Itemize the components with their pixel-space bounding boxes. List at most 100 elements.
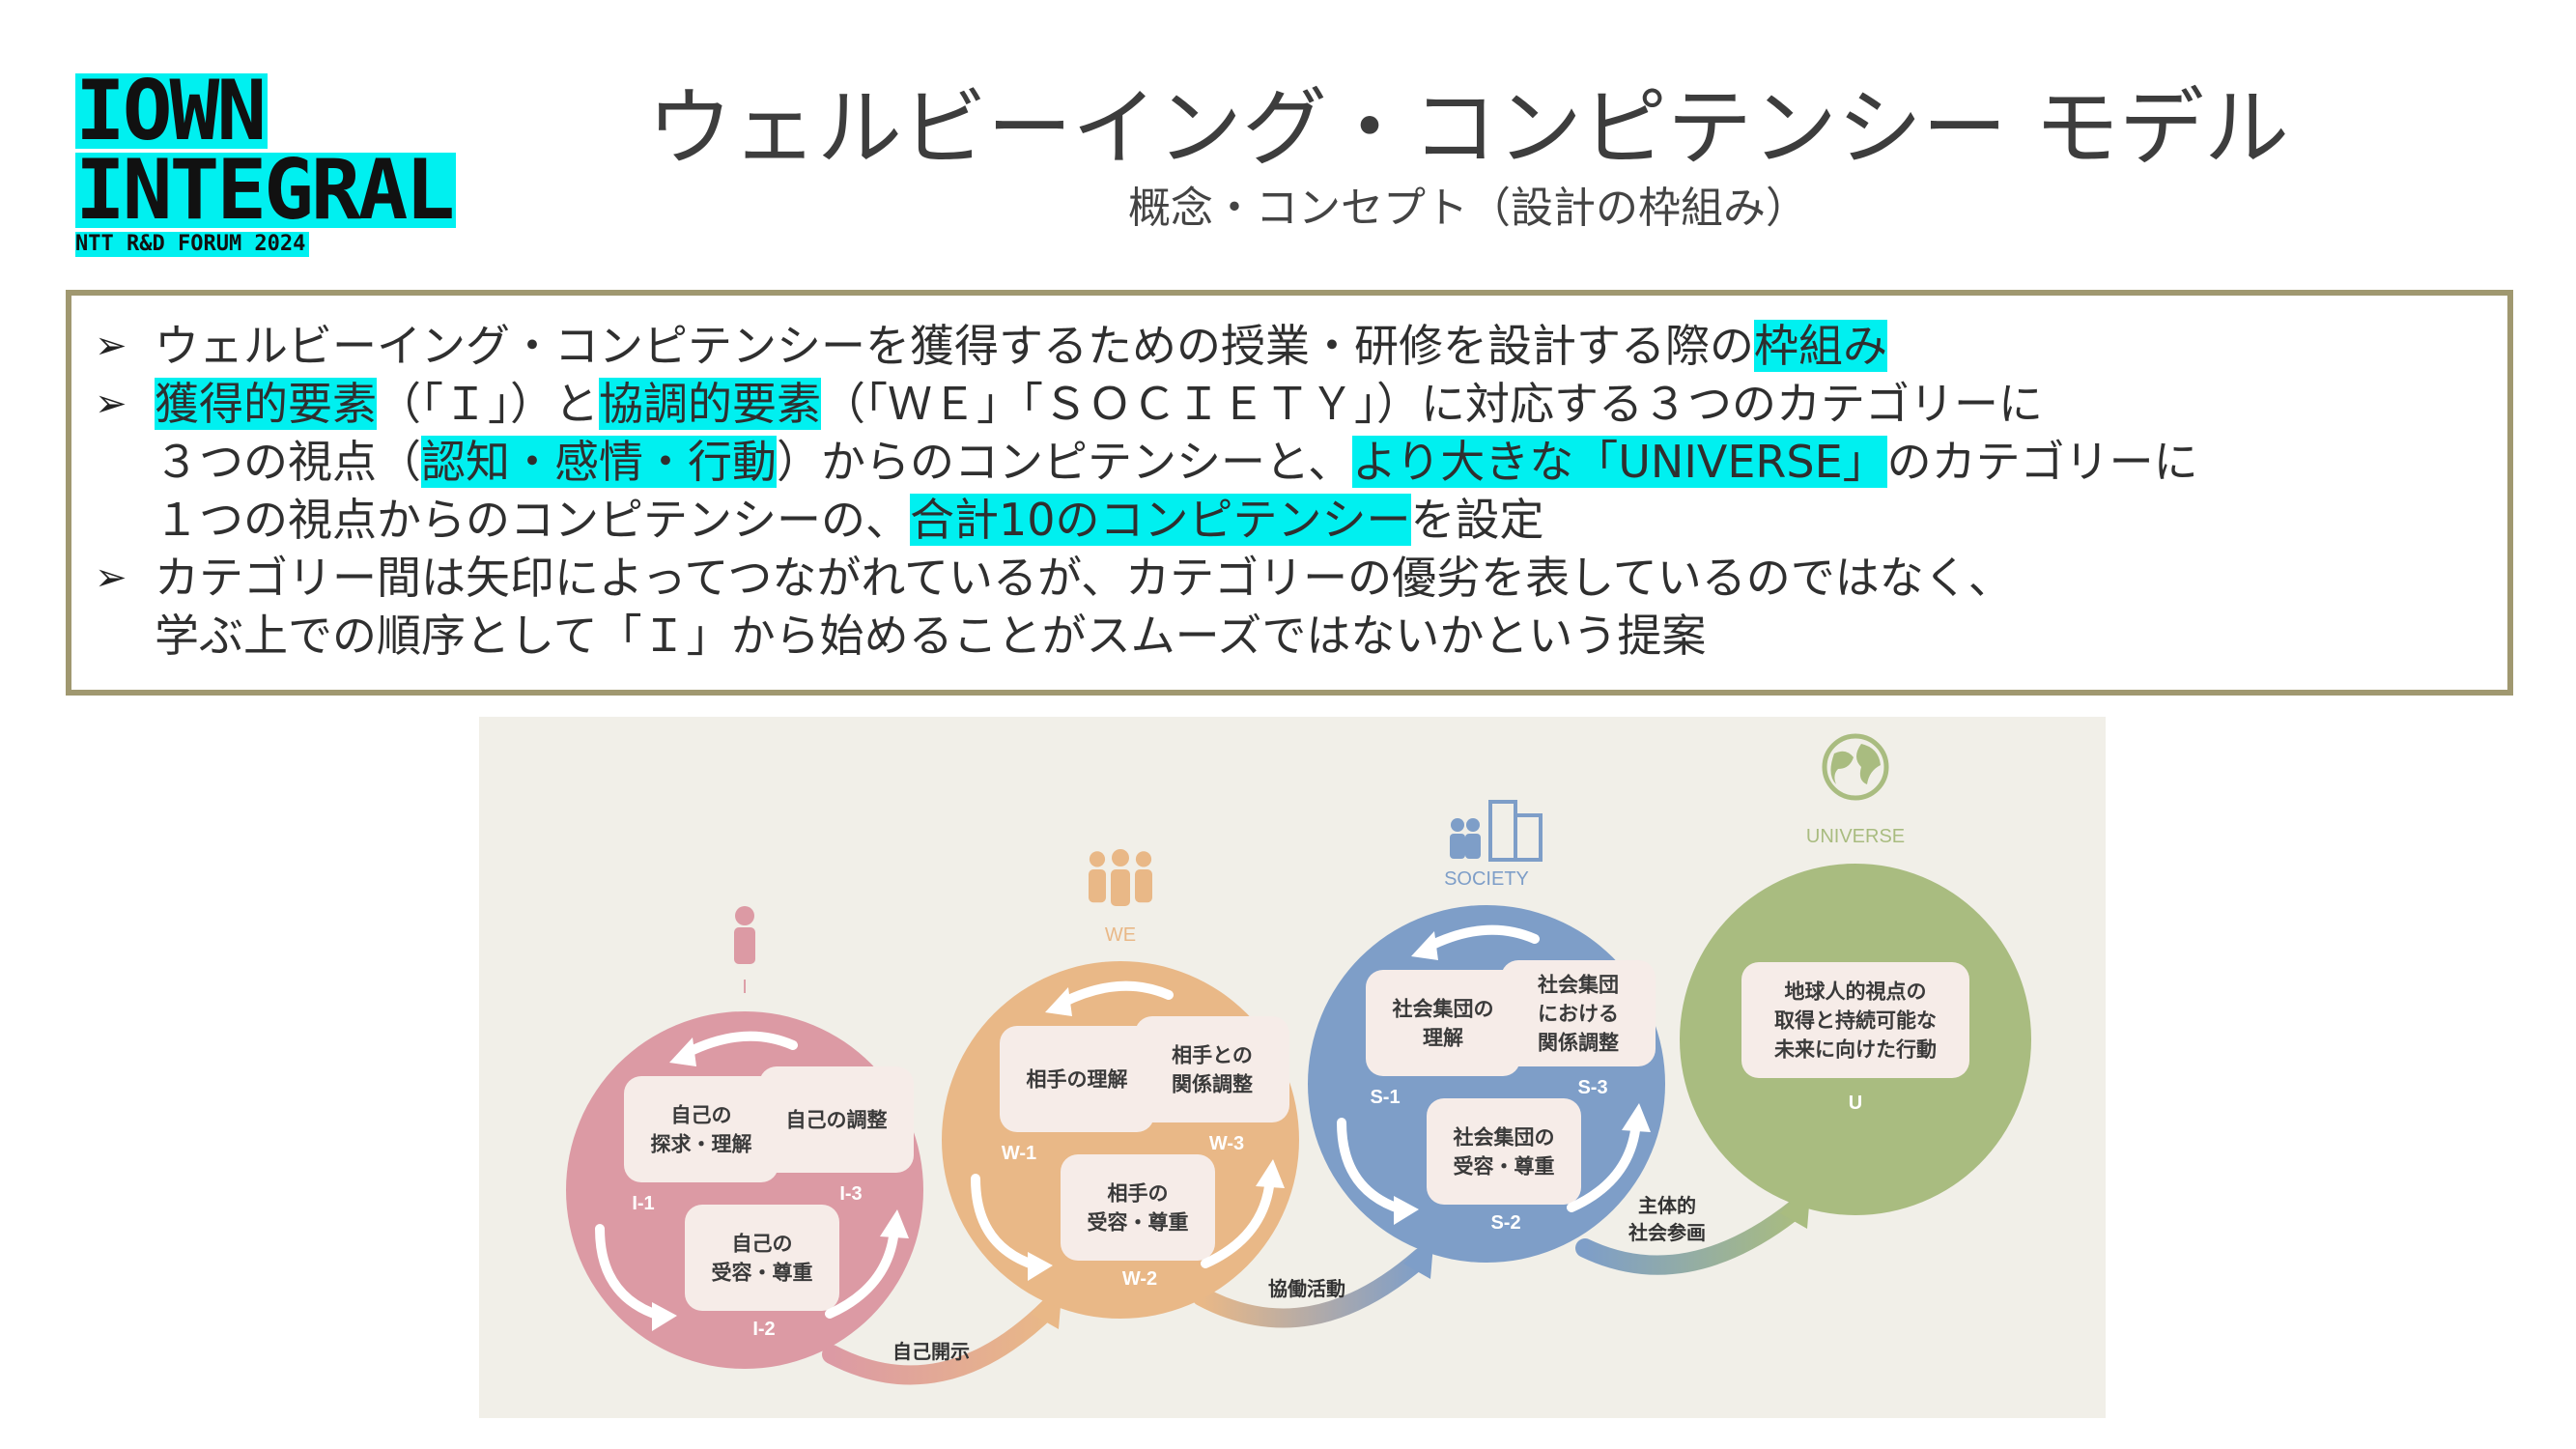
cycle-arrowhead [1256, 1159, 1285, 1188]
highlighted-text: 合計10のコンピテンシー [910, 494, 1411, 546]
bullet-text: ）からのコンピテンシーと、 [777, 436, 1353, 488]
highlighted-text: 認知・感情・行動 [421, 436, 777, 488]
bullet-text: （「Ｉ」）と [377, 378, 599, 430]
cycle-arrow [825, 1224, 899, 1319]
category-label: SOCIETY [1444, 868, 1529, 890]
group-icon [1089, 869, 1106, 903]
connector-arrow [1192, 1248, 1430, 1328]
bullet-line: ➢カテゴリー間は矢印によってつながれているが、カテゴリーの優劣を表しているのでは… [95, 549, 2498, 607]
competency-node [1061, 1154, 1215, 1261]
person-icon [734, 927, 755, 964]
cycle-arrow [595, 1224, 665, 1321]
page-title: ウェルビーイング・コンピテンシー モデル [647, 78, 2289, 178]
competency-node [759, 1066, 914, 1173]
globe-icon [1830, 751, 1854, 784]
summary-box: ➢ウェルビーイング・コンピテンシーを獲得するための授業・研修を設計する際の枠組み… [66, 290, 2513, 696]
connector-label: 社会参画 [1628, 1221, 1706, 1244]
bullet-text: 学ぶ上での順序として「Ｉ」から始めることがスムーズではないかという提案 [155, 610, 1707, 662]
node-label: 理解 [1423, 1026, 1463, 1049]
node-label: 自己の [732, 1232, 793, 1255]
bullet-line: 学ぶ上での順序として「Ｉ」から始めることがスムーズではないかという提案 [95, 607, 2498, 665]
node-label: 自己の [671, 1103, 732, 1126]
node-code: I-3 [839, 1183, 862, 1205]
logo-line-2: INTEGRAL [75, 149, 457, 232]
node-code: U [1849, 1093, 1862, 1114]
node-label: における [1538, 1003, 1619, 1025]
bullet-arrow-icon: ➢ [95, 382, 127, 426]
bullet-line: ３つの視点（認知・感情・行動）からのコンピテンシーと、より大きな「UNIVERS… [95, 433, 2498, 491]
logo-line-1: IOWN [75, 70, 269, 153]
competency-node [685, 1205, 839, 1311]
cycle-arrowhead [1028, 1252, 1053, 1281]
category-circle [942, 961, 1299, 1319]
cycle-arrowhead [1411, 931, 1438, 960]
connector-arrow [822, 1298, 1059, 1385]
group-icon [1111, 869, 1130, 906]
competency-node [1366, 970, 1520, 1076]
cycle-arrowhead [1394, 1196, 1419, 1225]
cycle-arrowhead [1045, 987, 1072, 1016]
cycle-arrow [1424, 924, 1540, 952]
node-code: W-3 [1209, 1133, 1244, 1154]
category-circle [566, 1011, 923, 1369]
category-label: WE [1105, 924, 1136, 946]
bullet-text: を設定 [1410, 494, 1544, 546]
bullet-arrow-icon: ➢ [95, 324, 127, 368]
logo-forum-label: NTT R&D FORUM 2024 [75, 232, 310, 257]
globe-icon [1822, 733, 1889, 801]
bullet-line: ➢ 獲得的要素（「Ｉ」）と協調的要素（「ＷＥ」「ＳＯＣＩＥＴＹ」）に対応する３つの… [95, 375, 2498, 433]
node-label: 関係調整 [1172, 1072, 1253, 1095]
bullet-list: ➢ウェルビーイング・コンピテンシーを獲得するための授業・研修を設計する際の枠組み… [95, 317, 2498, 665]
cycle-arrow [1337, 1118, 1406, 1214]
bullet-text: （「ＷＥ」「ＳＯＣＩＥＴＹ」）に対応する３つのカテゴリーに [821, 378, 2043, 430]
city-icon [1466, 818, 1480, 832]
page-subtitle: 概念・コンセプト（設計の枠組み） [1128, 184, 1808, 233]
connector-label: 協働活動 [1268, 1278, 1345, 1300]
bullet-text: ウェルビーイング・コンピテンシーを獲得するための授業・研修を設計する際の [155, 320, 1754, 372]
city-icon [1451, 818, 1464, 832]
category-label: I [742, 977, 748, 998]
connector-arrow [1575, 1198, 1807, 1275]
group-icon [1135, 869, 1152, 903]
globe-icon [1856, 744, 1881, 784]
highlighted-text: 獲得的要素 [155, 378, 377, 430]
node-code: W-1 [1002, 1143, 1036, 1164]
node-label: 未来に向けた行動 [1774, 1037, 1937, 1061]
node-code: S-1 [1370, 1087, 1400, 1108]
node-label: 相手との [1172, 1043, 1253, 1066]
node-label: 社会集団の [1453, 1125, 1555, 1149]
node-label: 相手の理解 [1027, 1067, 1128, 1091]
group-icon [1089, 851, 1106, 867]
category-label: UNIVERSE [1806, 826, 1905, 847]
cycle-arrowhead [669, 1037, 696, 1066]
bullet-text: ３つの視点（ [155, 436, 421, 488]
node-code: W-2 [1122, 1268, 1157, 1290]
cycle-arrow [1201, 1174, 1275, 1268]
bullet-text: のカテゴリーに [1886, 436, 2198, 488]
node-label: 受容・尊重 [1454, 1154, 1555, 1178]
competency-node [1000, 1026, 1154, 1132]
node-code: S-3 [1577, 1077, 1607, 1098]
bullet-text: １つの視点からのコンピテンシーの、 [155, 494, 910, 546]
connector-label: 自己開示 [892, 1340, 970, 1363]
cycle-arrow [971, 1174, 1040, 1270]
node-label: 社会集団の [1392, 997, 1494, 1020]
cycle-arrow [1567, 1118, 1641, 1212]
node-label: 関係調整 [1538, 1031, 1619, 1054]
highlighted-text: より大きな「UNIVERSE」 [1352, 436, 1887, 488]
node-label: 取得と持続可能な [1774, 1009, 1937, 1032]
bullet-text: カテゴリー間は矢印によってつながれているが、カテゴリーの優劣を表しているのではな… [155, 552, 2013, 604]
cycle-arrow [1058, 980, 1174, 1008]
node-label: 相手の [1108, 1181, 1169, 1205]
node-code: S-2 [1490, 1212, 1520, 1234]
highlighted-text: 協調的要素 [599, 378, 821, 430]
node-label: 探求・理解 [651, 1132, 752, 1155]
node-label: 受容・尊重 [1088, 1210, 1189, 1234]
cycle-arrowhead [1622, 1103, 1651, 1132]
city-icon [1488, 800, 1517, 862]
brand-logo: IOWN INTEGRAL NTT R&D FORUM 2024 [75, 70, 457, 257]
diagram-canvas: 自己開示協働活動主体的社会参画I自己の探求・理解I-1自己の調整I-3自己の受容… [566, 733, 2031, 1385]
competency-node [1501, 960, 1656, 1066]
competency-node [1427, 1098, 1581, 1205]
